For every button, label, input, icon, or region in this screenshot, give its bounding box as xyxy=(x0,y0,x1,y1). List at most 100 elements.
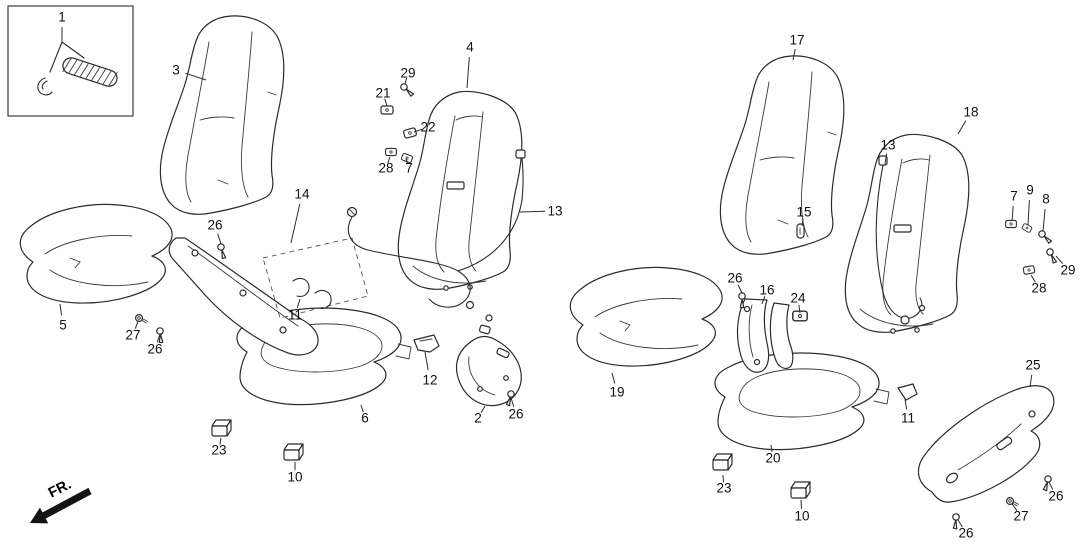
part-callout-8: 8 xyxy=(1042,191,1050,207)
part-callout-27: 27 xyxy=(125,327,141,343)
leader-line-7 xyxy=(1011,205,1014,222)
part-callout-18: 18 xyxy=(963,104,979,120)
part-callout-23: 23 xyxy=(716,480,732,496)
part-callout-7: 7 xyxy=(1010,188,1018,204)
leader-line-21 xyxy=(384,98,388,107)
part-10-cap-left xyxy=(283,443,304,461)
part-callout-13: 13 xyxy=(880,137,896,153)
part-callout-5: 5 xyxy=(59,317,67,333)
part-callout-11: 11 xyxy=(287,307,303,323)
leader-line-29 xyxy=(404,77,408,85)
part-21-clip xyxy=(380,105,394,115)
leader-line-26 xyxy=(217,233,222,245)
part-12-bracket xyxy=(413,334,440,353)
leader-line-27 xyxy=(134,320,139,329)
leader-line-13 xyxy=(519,210,546,213)
part-11-tab-right xyxy=(897,383,918,401)
part-16-recline-adjuster xyxy=(736,298,794,373)
part-callout-9: 9 xyxy=(1026,182,1034,198)
part-callout-28: 28 xyxy=(378,160,394,176)
part-callout-20: 20 xyxy=(765,450,781,466)
part-callout-29: 29 xyxy=(1060,262,1076,278)
part-callout-26: 26 xyxy=(147,341,163,357)
part-3-seat-back-cover xyxy=(159,15,285,215)
leader-line-28 xyxy=(1030,274,1036,283)
part-10-cap-right xyxy=(790,481,811,499)
leader-line-6 xyxy=(360,404,364,413)
part-1-inset-box xyxy=(7,5,134,117)
part-callout-13: 13 xyxy=(547,203,563,219)
leader-line-17 xyxy=(792,48,796,61)
part-11-hooks-left xyxy=(292,277,332,309)
leader-line-4 xyxy=(466,56,470,89)
part-25-side-cover xyxy=(917,385,1055,503)
part-5-seat-cushion-trim xyxy=(19,203,173,304)
leader-line-28 xyxy=(387,156,391,164)
part-callout-6: 6 xyxy=(361,410,369,426)
part-callout-26: 26 xyxy=(1048,488,1064,504)
leader-lines xyxy=(59,27,1063,528)
leader-line-15 xyxy=(801,218,804,227)
part-7-clip-right xyxy=(1005,219,1017,229)
part-15-clip xyxy=(796,223,805,239)
leader-line-10 xyxy=(800,499,802,509)
leader-line-18 xyxy=(957,120,967,135)
leader-line-23 xyxy=(219,437,222,445)
part-callout-10: 10 xyxy=(794,508,810,524)
leader-line-9 xyxy=(1027,199,1030,226)
seat-slide-rail-left xyxy=(168,237,319,356)
part-13-recline-cable-left xyxy=(346,149,526,335)
fr-direction-arrow xyxy=(30,487,92,524)
leader-line-11 xyxy=(904,398,908,410)
part-callout-15: 15 xyxy=(796,204,812,220)
part-callout-17: 17 xyxy=(789,32,805,48)
part-20-seat-cushion xyxy=(714,352,890,451)
leader-line-16 xyxy=(761,296,766,305)
leader-line-27 xyxy=(1011,503,1018,511)
leader-line-26 xyxy=(737,284,743,294)
part-callout-23: 23 xyxy=(211,442,227,458)
part-23-cap-left xyxy=(211,419,232,437)
leader-line-7 xyxy=(405,157,409,164)
leader-line-3 xyxy=(185,72,207,81)
part-callout-11: 11 xyxy=(900,410,916,426)
leader-line-13 xyxy=(884,153,888,165)
part-callout-4: 4 xyxy=(466,39,474,55)
leader-line-26 xyxy=(156,333,161,343)
leader-line-26 xyxy=(957,519,963,528)
part-18-seat-back xyxy=(844,133,970,334)
part-callout-1: 1 xyxy=(58,9,66,25)
part-callout-12: 12 xyxy=(422,372,438,388)
part-callout-21: 21 xyxy=(375,85,391,101)
part-8-screw xyxy=(1038,230,1053,244)
part-callout-14: 14 xyxy=(294,186,310,202)
seat-spring-part xyxy=(62,57,118,87)
part-19-seat-cushion-trim xyxy=(569,266,723,367)
leader-line-26 xyxy=(510,397,515,407)
part-2-recline-cover xyxy=(455,335,522,407)
part-callout-10: 10 xyxy=(287,469,303,485)
part-callout-2: 2 xyxy=(474,410,482,426)
leader-line-19 xyxy=(611,372,616,384)
part-callout-3: 3 xyxy=(172,62,180,78)
part-callout-25: 25 xyxy=(1025,357,1041,373)
part-callout-24: 24 xyxy=(790,290,806,306)
leader-line-20 xyxy=(770,444,773,453)
part-23-cap-right xyxy=(712,453,733,471)
part-callout-26: 26 xyxy=(727,270,743,286)
leader-line-25 xyxy=(1029,374,1033,388)
part-callout-19: 19 xyxy=(609,384,625,400)
part-9-clip xyxy=(1021,222,1033,234)
leader-line-22 xyxy=(413,128,422,133)
leader-line-24 xyxy=(798,304,801,314)
part-28-clip-left xyxy=(385,147,397,157)
leader-line-23 xyxy=(722,474,724,483)
part-callout-26: 26 xyxy=(508,406,524,422)
part-29-screw-right xyxy=(1043,247,1061,265)
part-17-seat-back-cover xyxy=(719,55,845,255)
part-callout-27: 27 xyxy=(1013,508,1029,524)
part-26-screw-a xyxy=(213,242,232,261)
spring-hook-part xyxy=(37,77,53,96)
leader-line-12 xyxy=(424,351,429,371)
